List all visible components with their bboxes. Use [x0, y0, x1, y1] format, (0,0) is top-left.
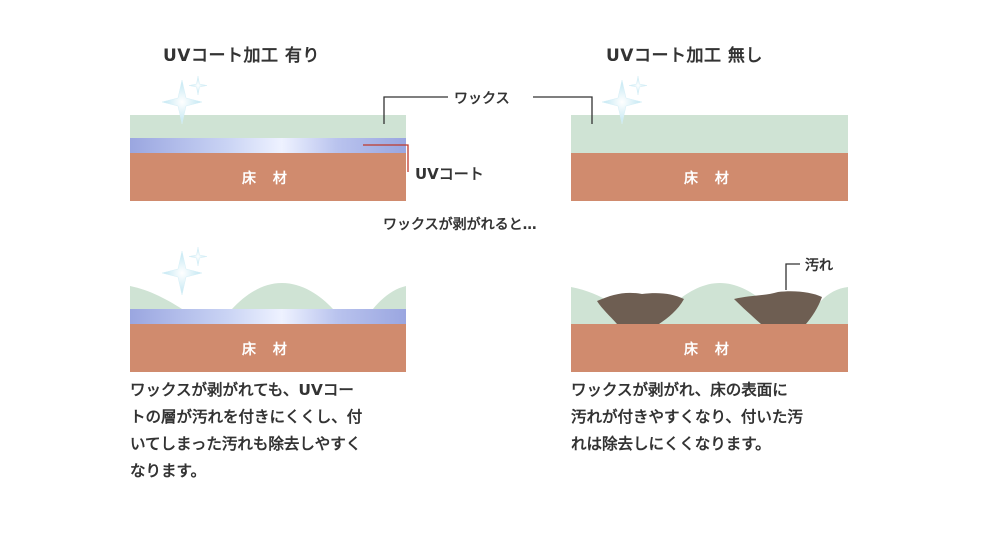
floor-label: 床 材	[684, 171, 735, 187]
panel-with-uv-after	[130, 283, 406, 372]
panel-title-without-uv: UVコート加工 無し	[606, 46, 763, 66]
uv-callout-line	[363, 144, 409, 172]
dirt-deposit	[734, 291, 822, 324]
panel-title-with-uv: UVコート加工 有り	[163, 46, 320, 66]
caption-without-uv: ワックスが剥がれ、床の表面に 汚れが付きやすくなり、付いた汚 れは除去しにくくな…	[571, 377, 803, 458]
remaining-wax	[130, 283, 406, 309]
wax-layer	[130, 115, 406, 138]
uv-coat-layer	[130, 309, 406, 324]
floor-label: 床 材	[242, 342, 293, 358]
floor-layer	[130, 153, 406, 201]
dirt-deposit	[597, 292, 684, 324]
uv-coat-layer	[130, 138, 406, 153]
sparkle-icon	[161, 75, 208, 125]
caption-with-uv: ワックスが剥がれても、UVコー トの層が汚れを付きにくくし、付 いてしまった汚れ…	[130, 377, 362, 485]
caption-line: 汚れが付きやすくなり、付いた汚	[571, 408, 803, 426]
caption-line: なります。	[130, 462, 206, 480]
floor-layer	[571, 153, 848, 201]
caption-line: ワックスが剥がれ、床の表面に	[571, 381, 788, 399]
floor-label: 床 材	[684, 342, 735, 358]
uv-coat-callout-label: UVコート	[415, 165, 484, 183]
sparkle-icon	[601, 75, 648, 125]
panel-with-uv	[130, 115, 406, 201]
caption-line: トの層が汚れを付きにくくし、付	[130, 408, 363, 426]
floor-layer	[571, 324, 848, 372]
wax-callout-line-left	[383, 96, 448, 124]
caption-line: れは除去しにくくなります。	[571, 435, 771, 453]
wax-callout-line-right	[533, 96, 593, 124]
panel-without-uv	[571, 115, 848, 201]
sparkle-icon	[161, 246, 208, 296]
floor-label: 床 材	[242, 171, 293, 187]
caption-line: ワックスが剥がれても、UVコー	[130, 381, 354, 399]
wax-layer	[571, 115, 848, 153]
floor-layer	[130, 324, 406, 372]
caption-line: いてしまった汚れも除去しやすく	[130, 435, 362, 453]
dirt-callout-label: 汚れ	[805, 258, 833, 274]
dirt-callout-line	[785, 263, 800, 290]
transition-text: ワックスが剥がれると…	[383, 217, 537, 233]
panel-without-uv-after	[571, 283, 848, 372]
wax-callout-label: ワックス	[454, 91, 510, 107]
